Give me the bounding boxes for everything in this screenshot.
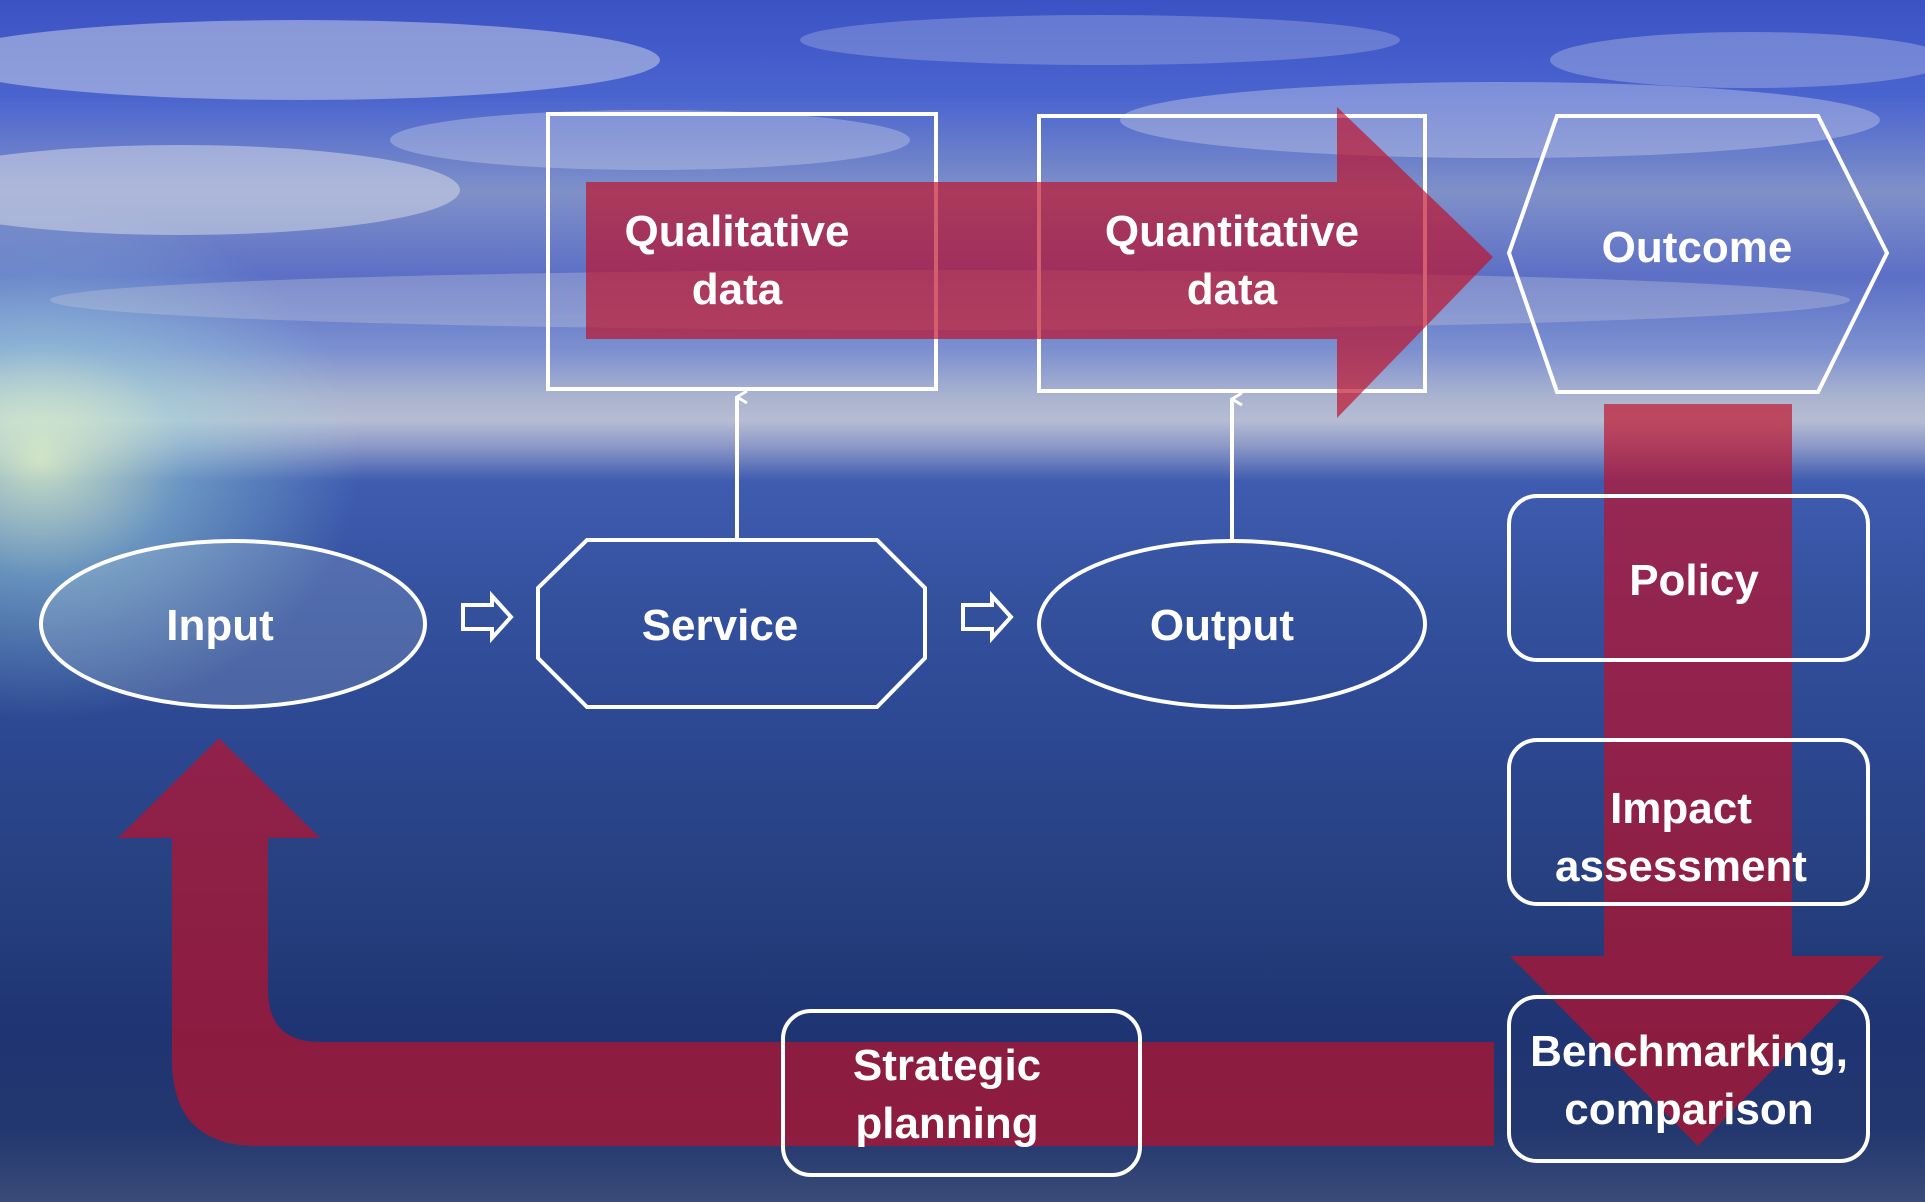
qualitative-to-outcome-big-arrow	[586, 107, 1493, 418]
impact-assessment-label-line1: Impact	[1610, 784, 1752, 833]
impact-assessment-box	[1507, 738, 1870, 906]
quantitative-data-label-line2: data	[1187, 265, 1278, 314]
output-label: Output	[1150, 601, 1295, 650]
qualitative-data-label-line2: data	[692, 265, 783, 314]
policy-label: Policy	[1629, 556, 1759, 605]
service-to-output-arrow-icon	[961, 590, 1014, 644]
output-ellipse	[1037, 539, 1427, 709]
impact-assessment-label-line2: assessment	[1555, 842, 1807, 891]
input-ellipse	[39, 539, 427, 709]
strategic-planning-label-line1: Strategic	[853, 1041, 1041, 1090]
outcome-hexagon	[1506, 114, 1890, 394]
policy-box	[1507, 494, 1870, 662]
strategic-planning-box	[781, 1009, 1142, 1177]
feedback-to-input-big-arrow	[118, 738, 1494, 1146]
service-label: Service	[642, 601, 799, 650]
strategic-planning-label-line2: planning	[855, 1099, 1038, 1148]
benchmarking-label-line2: comparison	[1564, 1085, 1813, 1134]
qualitative-data-label-line1: Qualitative	[625, 207, 850, 256]
quantitative-data-label-line1: Quantitative	[1105, 207, 1359, 256]
outcome-label: Outcome	[1602, 223, 1793, 272]
input-label: Input	[166, 601, 274, 650]
service-octagon	[536, 538, 927, 709]
benchmarking-label-line1: Benchmarking,	[1530, 1027, 1848, 1076]
input-to-service-arrow-icon	[461, 590, 514, 644]
benchmarking-box	[1507, 995, 1870, 1163]
outcome-down-big-arrow	[1510, 404, 1884, 1146]
